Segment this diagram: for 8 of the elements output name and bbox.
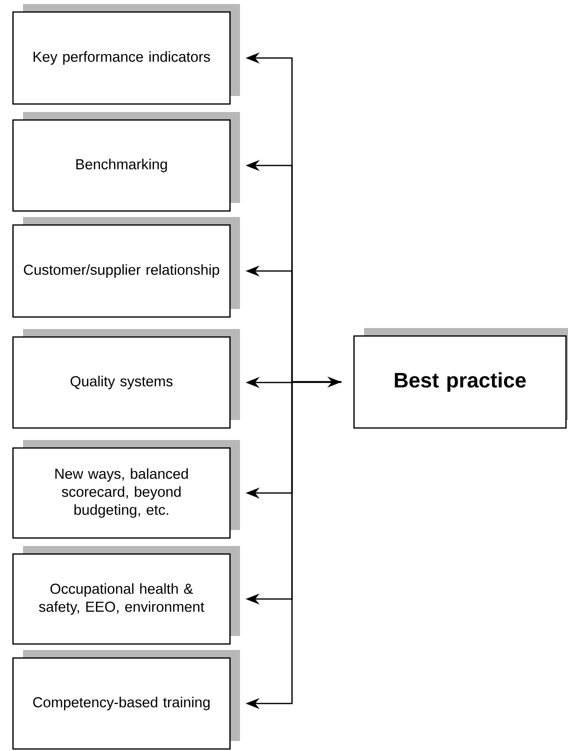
highlight-box: Best practice [353,328,568,429]
practice-box: Competency-based training [12,650,240,750]
practice-box: Quality systems [12,329,240,429]
practice-box: Benchmarking [12,112,240,212]
practice-box: Key performance indicators [12,4,240,105]
practice-box: Occupational health & safety, EEO, environment [12,546,240,645]
practice-box: New ways, balanced scorecard, beyond budgeting, etc. [12,440,240,539]
practice-box: Customer/supplier relationship [12,217,240,318]
